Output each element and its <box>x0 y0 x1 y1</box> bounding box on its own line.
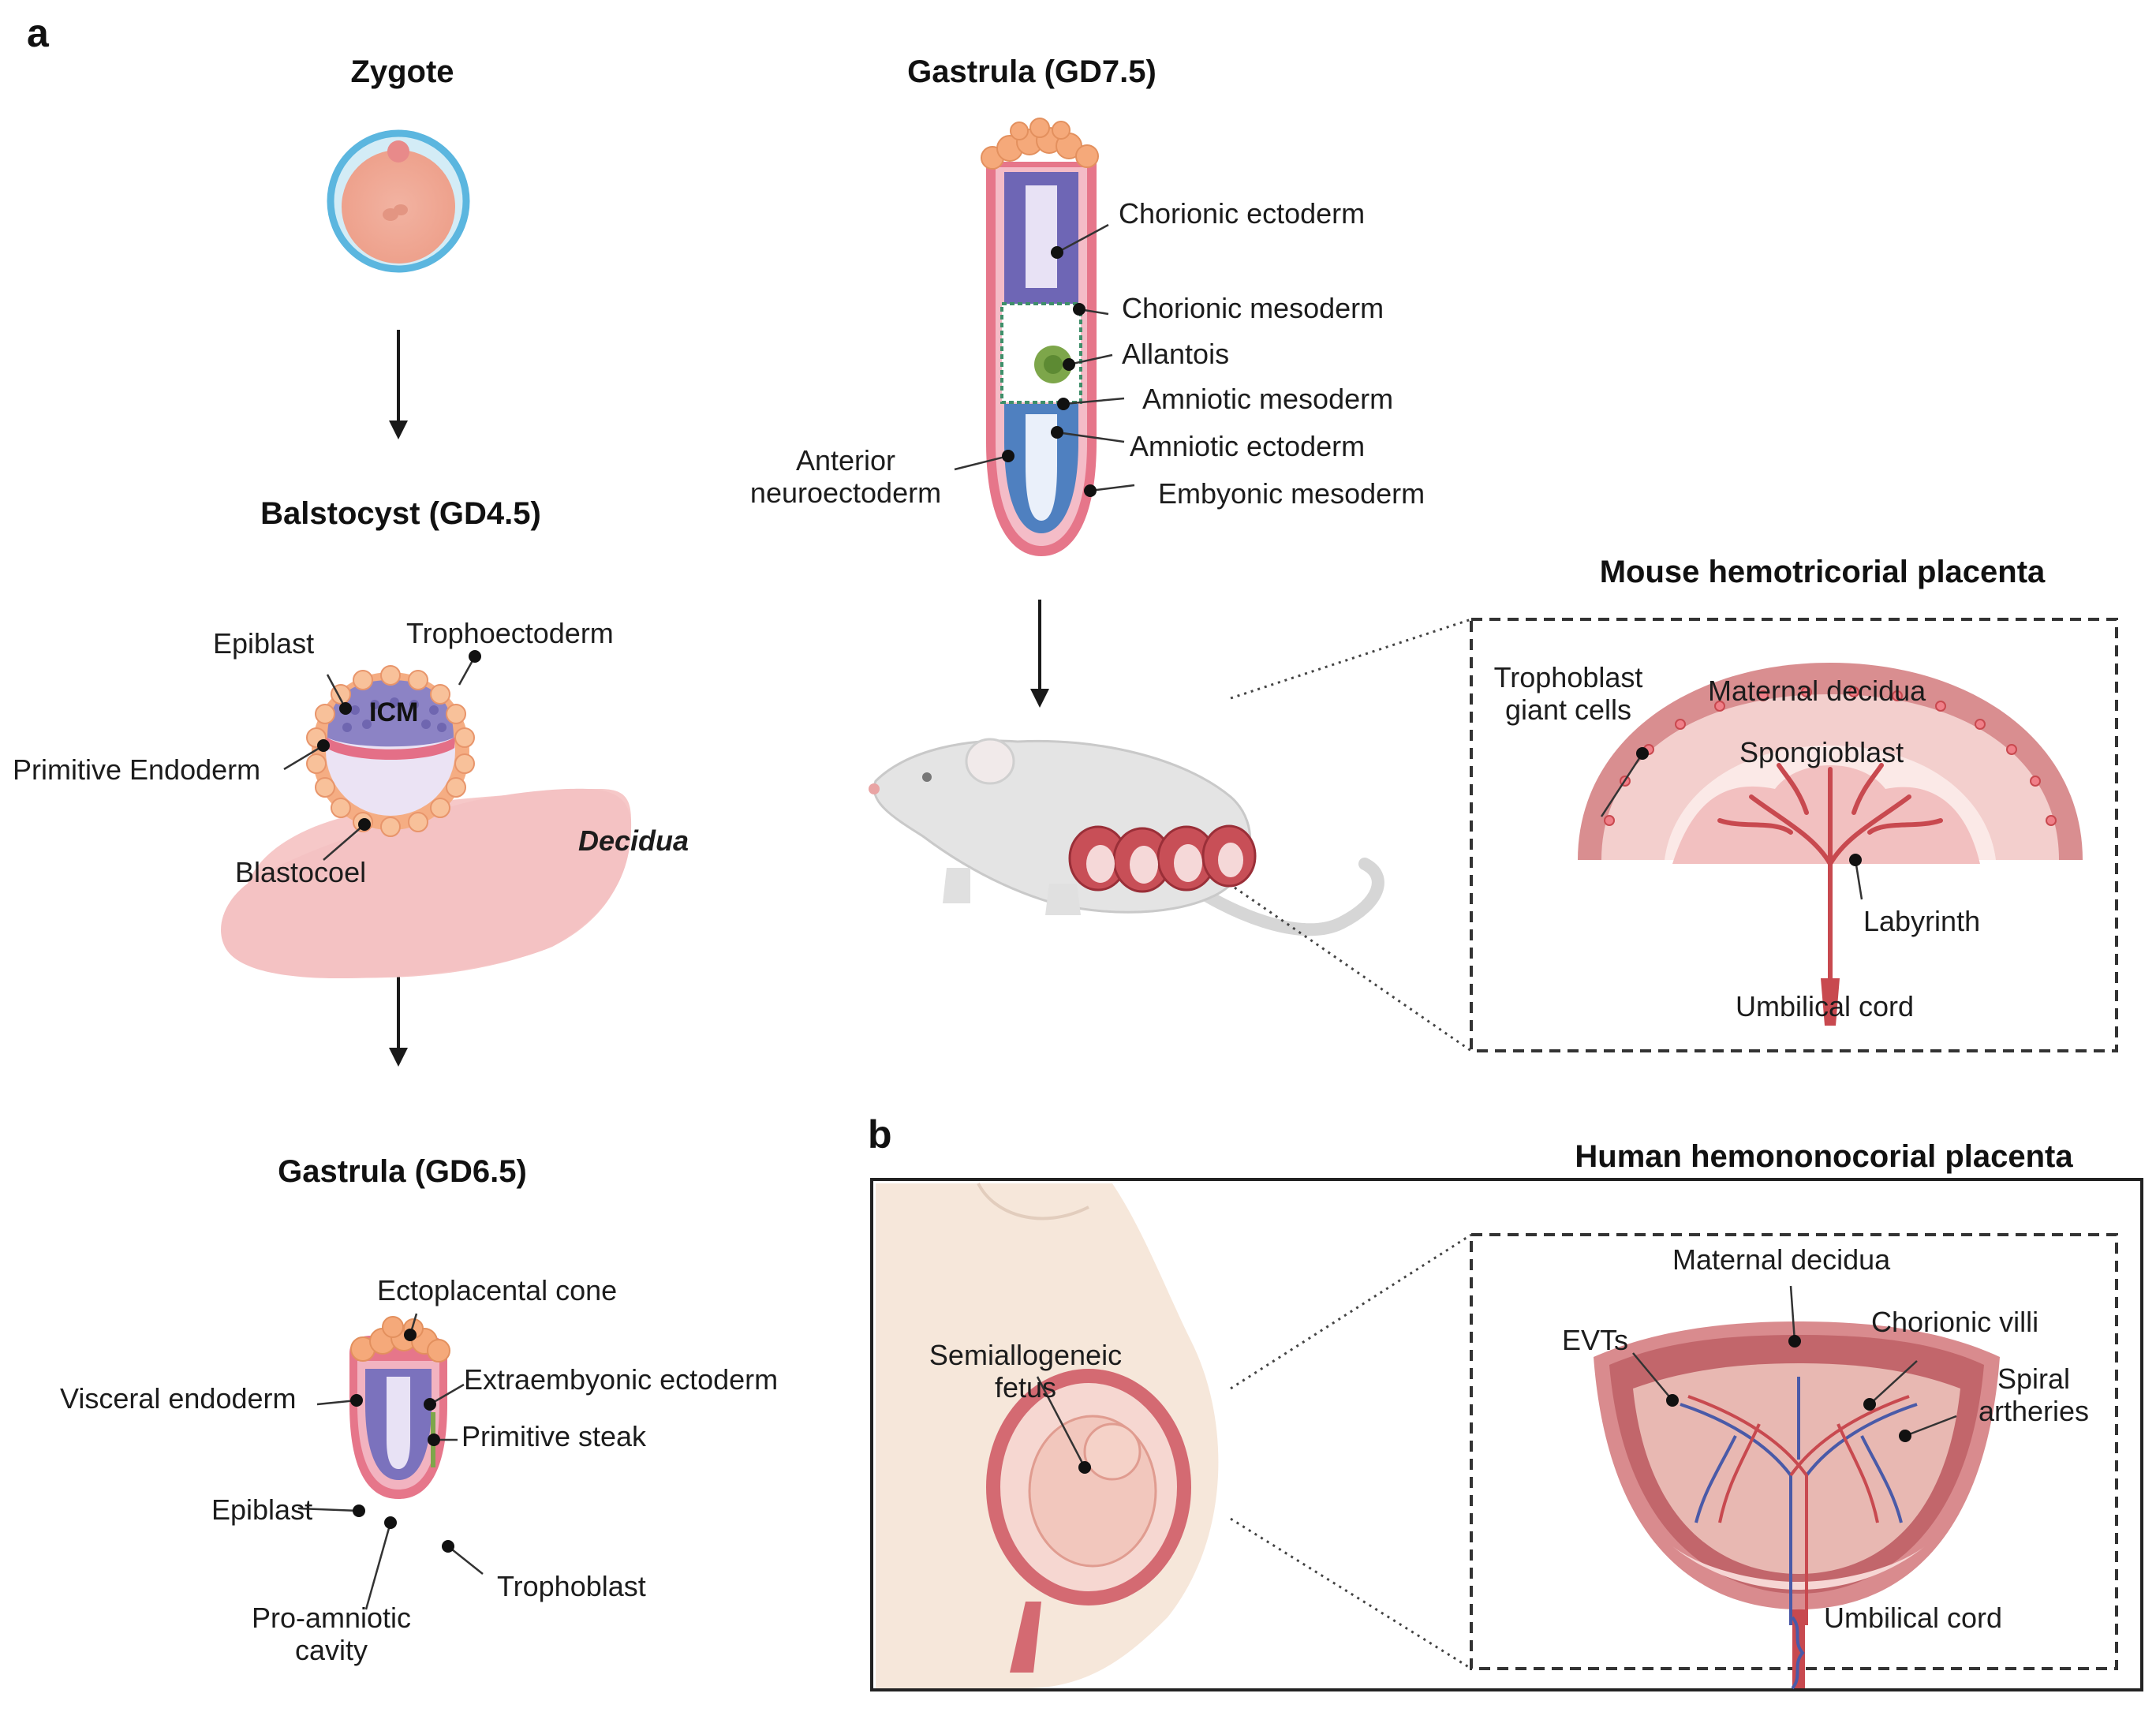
label-spongioblast: Spongioblast <box>1739 736 1904 768</box>
mouse-uterus <box>1068 824 1257 893</box>
label-extraembryonic-ectoderm: Extraembyonic ectoderm <box>464 1363 779 1396</box>
label-epiblast-65: Epiblast <box>211 1493 313 1526</box>
label-umbilical-cord-mouse: Umbilical cord <box>1736 990 1915 1022</box>
label-chorionic-villi: Chorionic villi <box>1871 1306 2039 1338</box>
label-umbilical-cord-human: Umbilical cord <box>1824 1602 2003 1634</box>
label-spiral-arteries: Spiral artheries <box>1978 1362 2090 1428</box>
label-decidua: Decidua <box>578 824 689 857</box>
label-epiblast: Epiblast <box>213 627 315 660</box>
mouse-placenta-drawing <box>1578 663 2083 1026</box>
label-icm: ICM <box>369 697 419 727</box>
title-human-placenta: Human hemononocorial placenta <box>1575 1139 2073 1174</box>
panel-label-a: a <box>27 11 49 55</box>
zoom-line-human-top <box>1230 1233 1472 1390</box>
label-semiallogeneic-fetus: Semiallogeneic fetus <box>929 1339 1123 1404</box>
label-primitive-endoderm: Primitive Endoderm <box>13 753 261 786</box>
label-trophoblast-giant-cells: Trophoblast giant cells <box>1493 661 1643 727</box>
label-ectoplacental-cone: Ectoplacental cone <box>377 1274 618 1306</box>
mouse-placenta-frame <box>1470 618 2118 1052</box>
label-chorionic-mesoderm: Chorionic mesoderm <box>1122 292 1384 324</box>
label-allantois: Allantois <box>1122 338 1230 370</box>
title-zygote: Zygote <box>350 54 454 89</box>
label-anterior-neuroectoderm: Anterior neuroectoderm <box>749 444 942 510</box>
title-gastrula-65: Gastrula (GD6.5) <box>278 1154 527 1189</box>
label-maternal-decidua-human: Maternal decidua <box>1672 1243 1891 1276</box>
label-visceral-endoderm: Visceral endoderm <box>60 1382 297 1415</box>
zoom-line-mouse-bottom <box>1234 886 1472 1052</box>
label-maternal-decidua-mouse: Maternal decidua <box>1708 675 1926 707</box>
label-amniotic-mesoderm: Amniotic mesoderm <box>1142 383 1394 415</box>
label-evts: EVTs <box>1562 1324 1629 1356</box>
pointer-lines <box>283 223 1957 1610</box>
title-gastrula-75: Gastrula (GD7.5) <box>907 54 1156 89</box>
human-panel-frame <box>870 1178 2143 1691</box>
zoom-line-human-bottom <box>1230 1517 1472 1670</box>
panel-label-b: b <box>868 1112 892 1157</box>
blastocyst-drawing <box>306 665 475 837</box>
label-blastocoel: Blastocoel <box>235 856 367 888</box>
title-mouse-placenta: Mouse hemotricorial placenta <box>1599 555 2046 589</box>
pointer-dots <box>317 246 1911 1553</box>
label-pro-amniotic-cavity: Pro-amniotic cavity <box>251 1602 412 1667</box>
zygote-drawing <box>327 129 470 273</box>
pregnant-woman-drawing <box>876 1183 1219 1688</box>
label-labyrinth: Labyrinth <box>1863 905 1981 937</box>
title-blastocyst: Balstocyst (GD4.5) <box>260 496 541 531</box>
label-trophoectoderm: Trophoectoderm <box>406 617 614 649</box>
label-embryonic-mesoderm: Embyonic mesoderm <box>1158 477 1426 510</box>
label-trophoblast: Trophoblast <box>497 1570 646 1602</box>
mouse-drawing <box>869 738 1384 936</box>
human-placenta-drawing <box>1594 1321 2000 1690</box>
label-amniotic-ectoderm: Amniotic ectoderm <box>1130 430 1366 462</box>
label-chorionic-ectoderm: Chorionic ectoderm <box>1119 197 1366 230</box>
label-primitive-streak: Primitive steak <box>461 1420 647 1452</box>
decidua-shape <box>221 788 632 978</box>
gastrula-65-drawing <box>349 1316 450 1499</box>
gastrula-75-drawing <box>981 118 1099 556</box>
